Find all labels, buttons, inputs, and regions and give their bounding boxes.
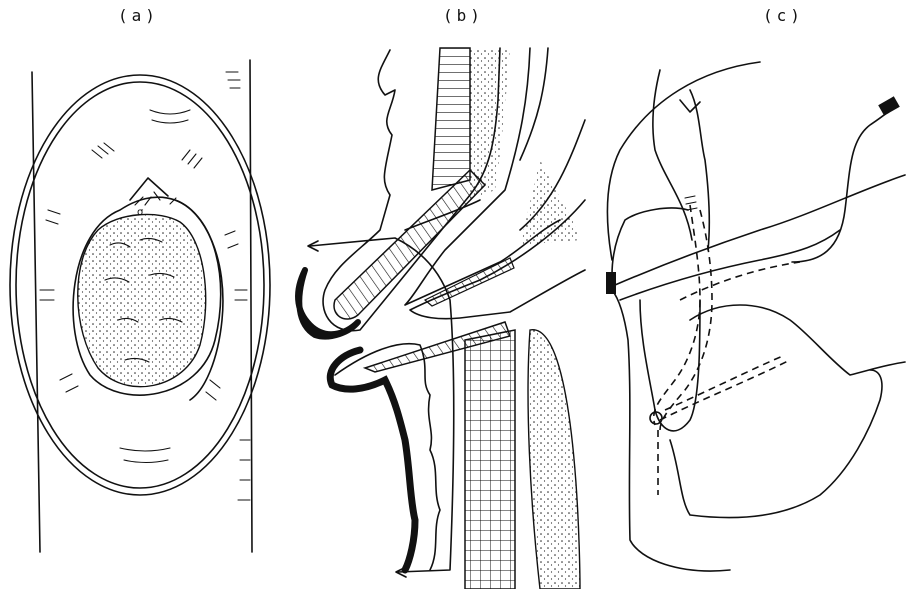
catheter-tip-left (606, 272, 616, 294)
upper-tube (432, 48, 470, 190)
lower-lobe-top (690, 305, 905, 375)
vessel-wall-right (250, 60, 252, 552)
tegument-lower (330, 350, 415, 570)
svg-text:σ: σ (137, 207, 144, 218)
organ-outline-top (607, 62, 760, 260)
curved-duct-upper (615, 175, 905, 285)
catheter-dashed (654, 205, 800, 495)
vessel-wall-left (32, 72, 40, 552)
catheter-tip-right (878, 96, 900, 115)
upper-limb (334, 170, 485, 319)
tissue-speckled (528, 330, 580, 589)
catheter-wire-left (612, 208, 688, 275)
panel-c-drawing (606, 62, 905, 571)
lower-tube (465, 330, 515, 589)
cyst-contents (78, 214, 206, 386)
panel-a-drawing: σ (10, 60, 270, 552)
panel-b-drawing (298, 48, 585, 589)
